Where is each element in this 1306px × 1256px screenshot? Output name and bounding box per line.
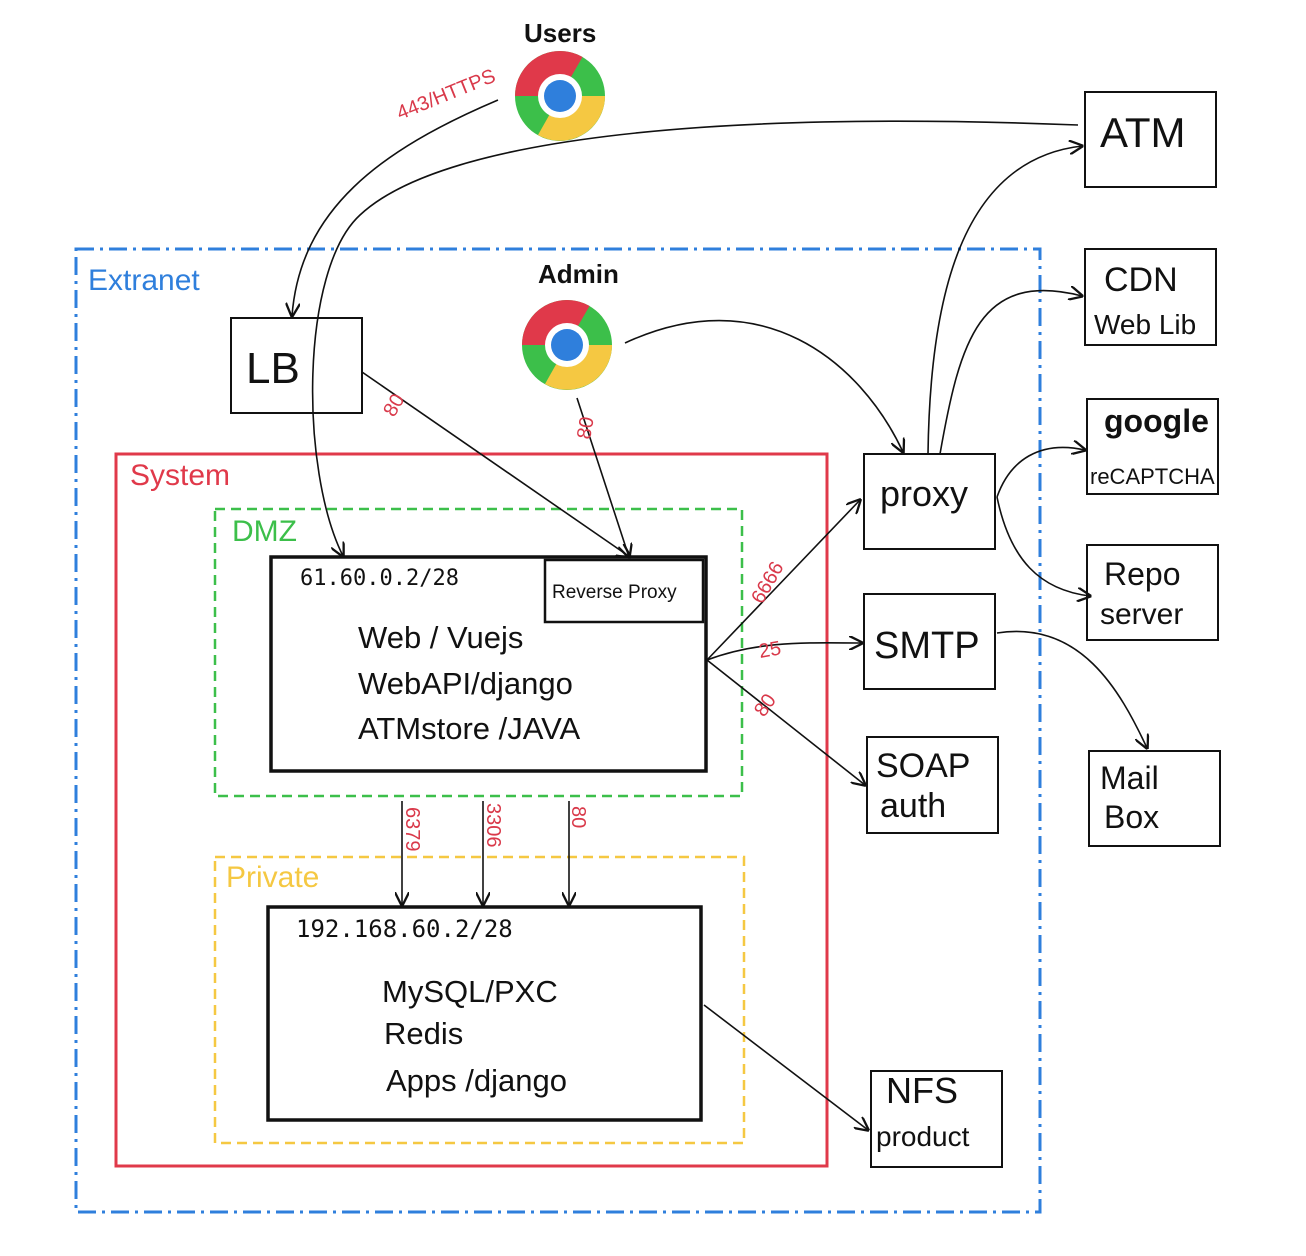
proxy-to-google-edge (996, 447, 1085, 498)
soap-label: auth (880, 787, 946, 825)
soap-label: SOAP (876, 747, 970, 785)
lb-label: LB (246, 344, 300, 393)
repo-label: Repo (1104, 556, 1181, 592)
private-server-box (266, 905, 703, 1122)
admin-to-proxy-edge (624, 319, 903, 452)
private-label: Private (226, 861, 319, 894)
system-zone (114, 452, 829, 1168)
admin-to-reverse-proxy-edge (576, 397, 629, 557)
google-label: reCAPTCHA (1090, 464, 1215, 489)
smtp-label: SMTP (874, 625, 980, 667)
atm-to-dmz-edge (311, 120, 1079, 556)
proxy-box (863, 453, 996, 550)
mailbox-label: Mail (1100, 760, 1159, 796)
system-label: System (130, 459, 230, 492)
admin-label: Admin (538, 259, 619, 289)
port-label-soap-80: 80 (750, 690, 781, 721)
dmz-label: DMZ (232, 515, 297, 548)
dmz-to-soap-edge (706, 659, 865, 785)
proxy-to-repo-edge (996, 496, 1090, 596)
dmz-zone (213, 507, 744, 798)
nfs-label: product (876, 1121, 970, 1152)
port-label-db-80: 80 (567, 806, 589, 828)
private-service-line: MySQL/PXC (382, 974, 558, 1009)
dmz-server-box (269, 555, 708, 773)
private-to-nfs-edge (703, 1004, 868, 1130)
port-label-admin-80: 80 (573, 415, 599, 441)
dmz-service-line: Web / Vuejs (358, 620, 523, 655)
dmz-server-ip: 61.60.0.2/28 (300, 566, 459, 591)
port-label-lb-80: 80 (379, 390, 409, 420)
smtp-to-mailbox-edge (996, 630, 1147, 748)
users-label: Users (524, 18, 596, 48)
private-zone (213, 855, 746, 1145)
google-label: google (1104, 403, 1209, 439)
dmz-to-proxy-edge (706, 500, 860, 661)
atm-label: ATM (1100, 109, 1186, 156)
proxy-to-cdn-edge (939, 291, 1082, 455)
extranet-zone (74, 247, 1042, 1214)
private-service-line: Redis (384, 1016, 463, 1051)
private-service-line: Apps /django (386, 1063, 567, 1098)
private-server-ip: 192.168.60.2/28 (296, 915, 513, 943)
cdn-label: CDN (1104, 261, 1178, 299)
extranet-label: Extranet (88, 264, 200, 297)
mailbox-box (1088, 750, 1221, 847)
port-label-3306: 3306 (482, 803, 504, 848)
users-browser-icon (515, 50, 605, 141)
proxy-label: proxy (880, 473, 968, 514)
lb-box (230, 317, 363, 414)
dmz-service-line: ATMstore /JAVA (358, 711, 581, 746)
port-label-6379: 6379 (401, 807, 423, 852)
port-label-25: 25 (757, 637, 783, 663)
dmz-to-smtp-edge (706, 643, 862, 661)
dmz-service-line: WebAPI/django (358, 666, 573, 701)
mailbox-label: Box (1104, 799, 1159, 835)
port-label-6666: 6666 (747, 558, 788, 608)
users-to-lb-edge (292, 99, 499, 316)
atm-box (1084, 91, 1217, 188)
reverse-proxy-label: Reverse Proxy (552, 582, 677, 603)
nfs-label: NFS (886, 1070, 958, 1111)
reverse-proxy-box (543, 558, 705, 624)
cdn-label: Web Lib (1094, 309, 1196, 340)
smtp-box (863, 593, 996, 690)
admin-browser-icon (522, 299, 612, 390)
proxy-to-atm-edge (927, 146, 1082, 455)
port-label-443: 443/HTTPS (394, 65, 499, 125)
repo-label: server (1100, 598, 1183, 631)
lb-to-reverse-proxy-edge (361, 371, 630, 557)
